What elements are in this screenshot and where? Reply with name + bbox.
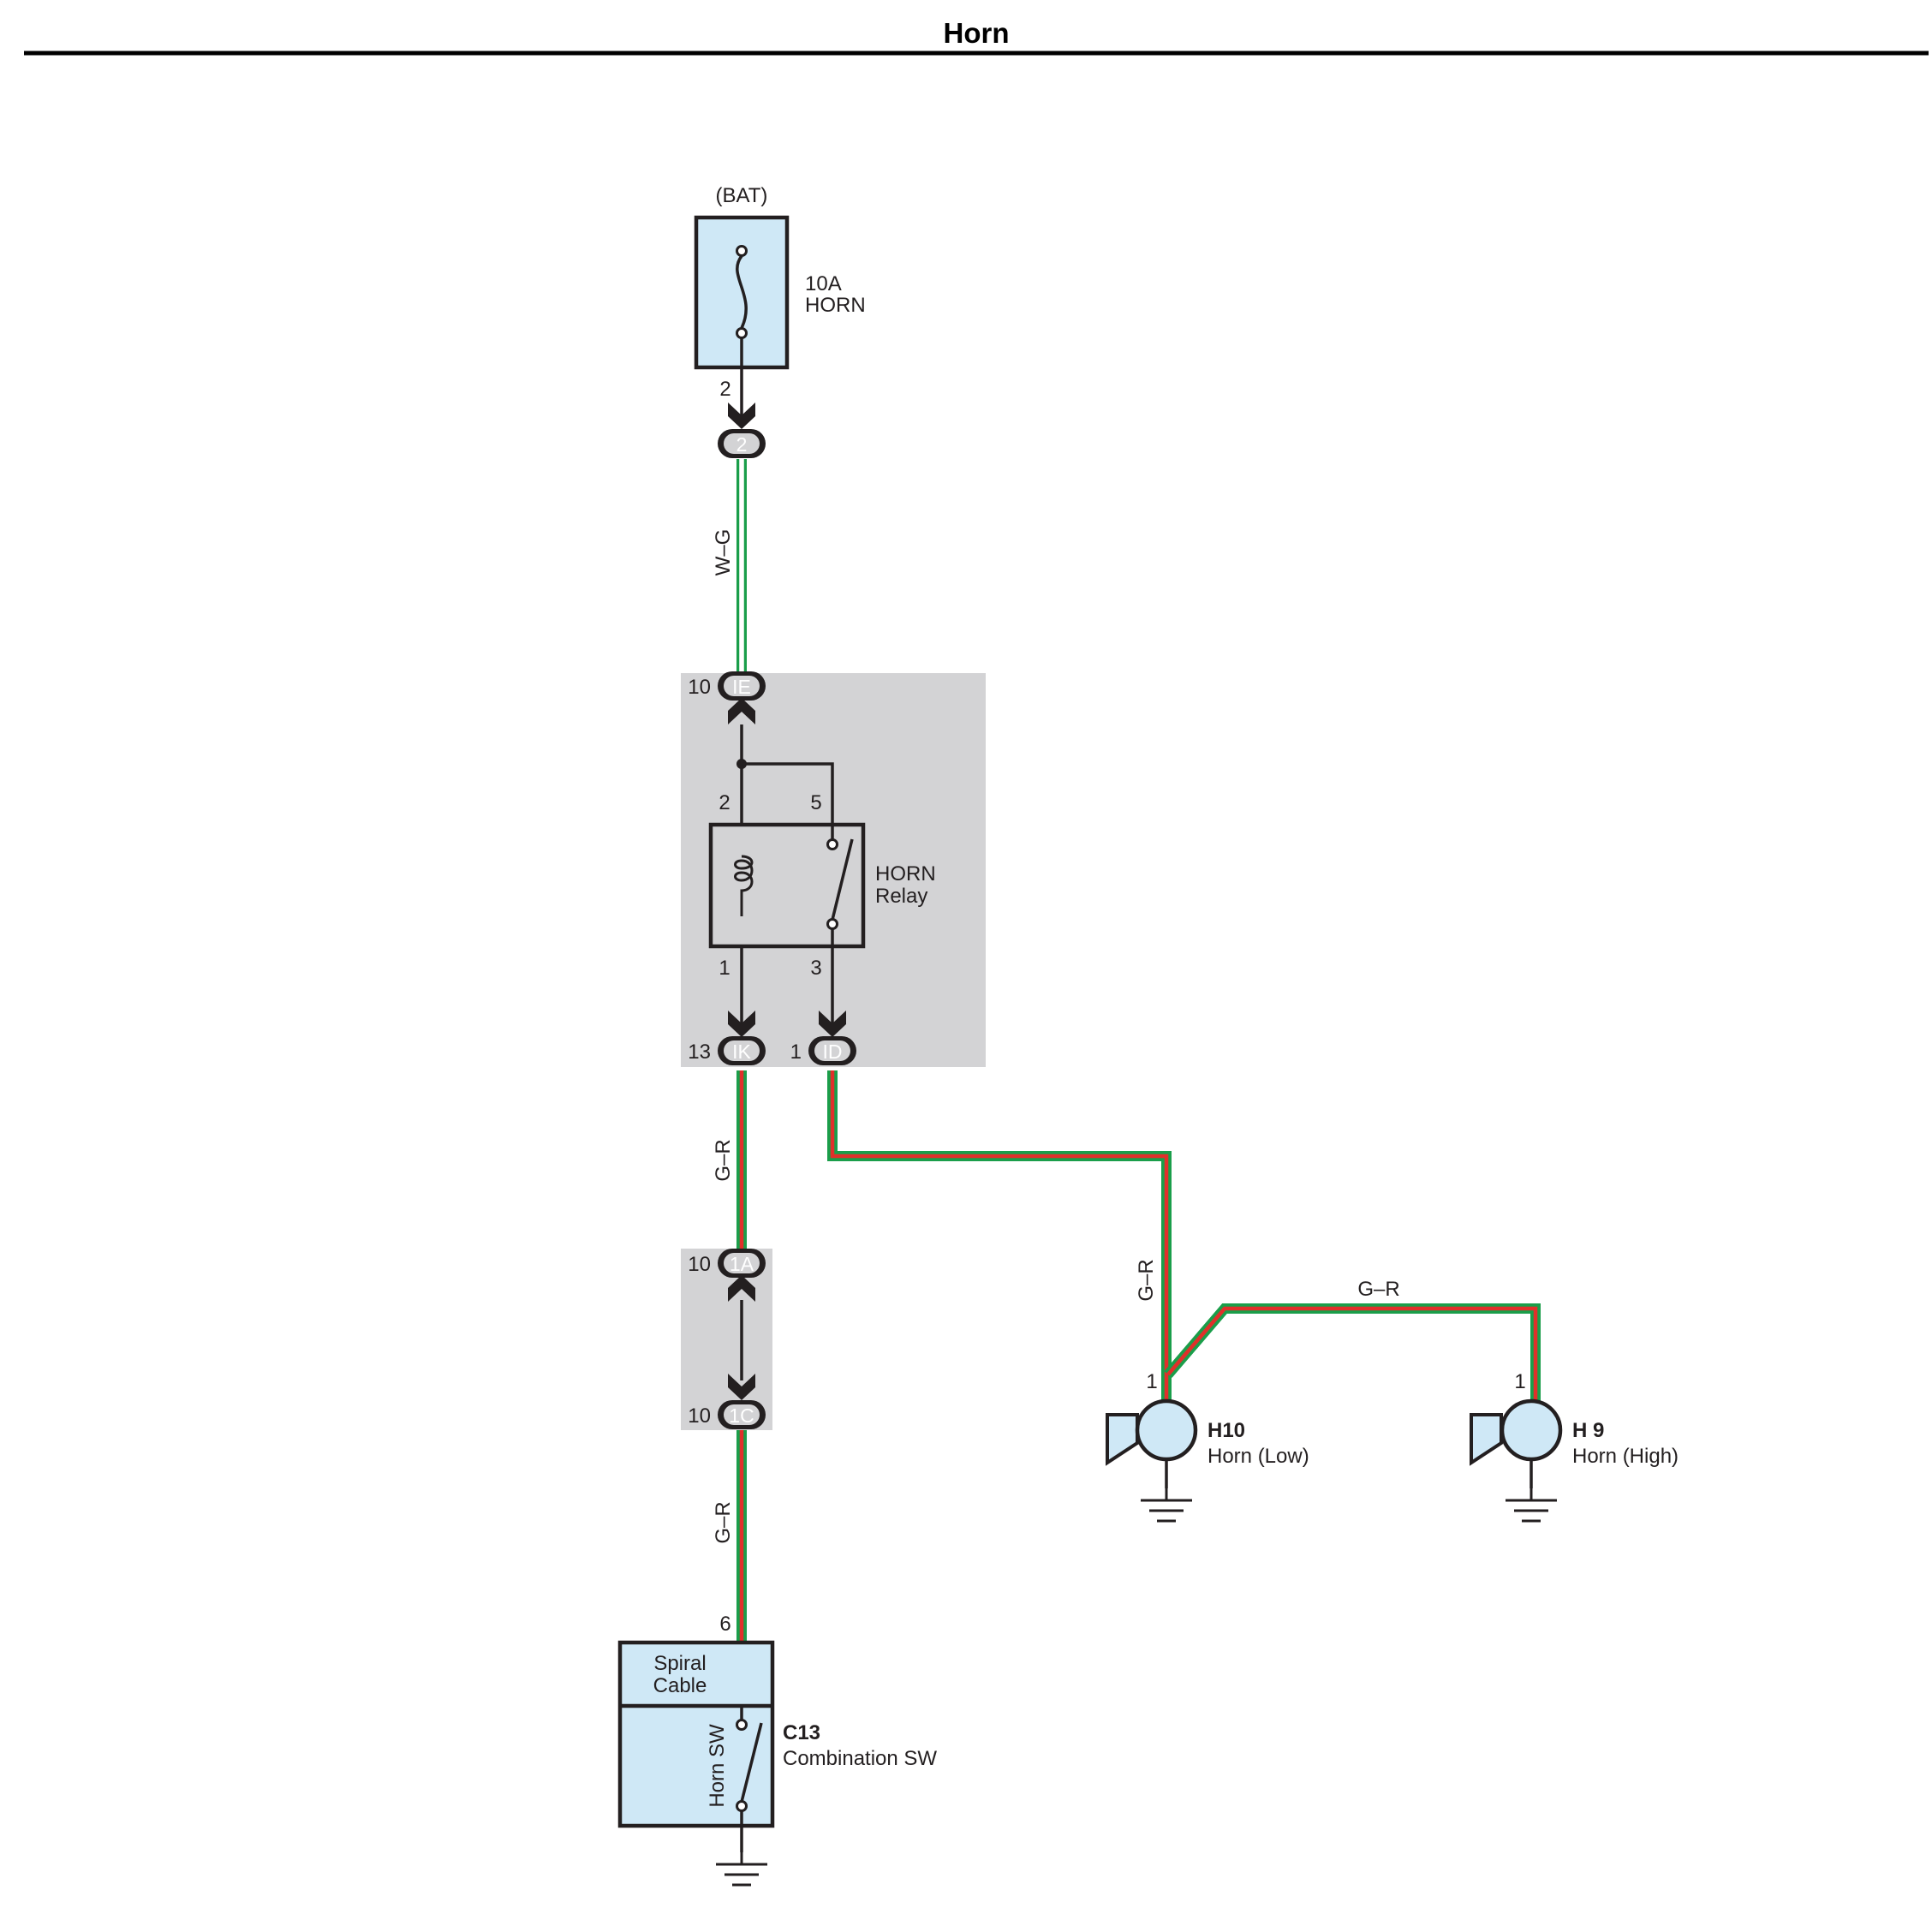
relay-switch-icon [826, 838, 854, 930]
connector-ie-label: IE [732, 676, 751, 698]
ground-icon-switch [714, 1851, 769, 1887]
connector-2: 2 [718, 429, 766, 458]
ie-pin: 10 [688, 676, 711, 699]
wire-label-id-h10: G–R [1135, 1259, 1158, 1301]
relay-pin-1: 1 [719, 957, 730, 980]
id-terminal-arrow [819, 1011, 846, 1037]
relay-pin-5: 5 [810, 791, 821, 814]
connector-ie: IE [718, 671, 766, 701]
ik-pin: 13 [688, 1040, 711, 1064]
switch-name: Combination SW [783, 1747, 937, 1770]
relay-name-1: HORN [875, 862, 936, 885]
switch-code: C13 [783, 1721, 820, 1744]
fuse-pin: 2 [719, 378, 730, 401]
junction-housing [681, 1249, 772, 1430]
ik-terminal-arrow [728, 1011, 755, 1037]
connector-id-label: ID [823, 1040, 843, 1063]
relay-name-2: Relay [875, 885, 927, 908]
connector-ik-label: IK [732, 1040, 751, 1063]
wire-label-1c-sw: G–R [712, 1501, 735, 1543]
relay-switch-feed-wire [742, 762, 834, 839]
relay-body [708, 822, 866, 949]
wire-g-r-h10-h9 [1164, 1303, 1541, 1404]
h9-name: Horn (High) [1572, 1445, 1679, 1468]
wire-label-w-g: W–G [712, 529, 735, 576]
switch-pin: 6 [719, 1613, 730, 1636]
relay-pin-3: 3 [810, 957, 821, 980]
horn-high-icon [1470, 1398, 1563, 1466]
1c-terminal-arrow [728, 1374, 755, 1400]
wire-label-h10-h9: G–R [1357, 1278, 1399, 1301]
h10-pin: 1 [1146, 1370, 1157, 1393]
h10-code: H10 [1208, 1419, 1245, 1442]
ground-icon-h9 [1504, 1487, 1559, 1523]
coil-icon [734, 855, 754, 916]
wire-g-r-id-h10 [827, 1070, 1172, 1404]
ie-terminal-arrow [728, 698, 755, 724]
h10-name: Horn (Low) [1208, 1445, 1309, 1468]
horn-low-icon [1106, 1398, 1198, 1466]
relay-pin-2: 2 [719, 791, 730, 814]
junction-1c-pin: 10 [688, 1404, 711, 1428]
ground-icon-h10 [1139, 1487, 1194, 1523]
combination-switch-body [617, 1640, 775, 1828]
fuse-icon [736, 245, 748, 339]
horn-sw-label: Horn SW [706, 1724, 729, 1808]
fuse-name: HORN [805, 294, 866, 317]
fuse-terminal-arrow [728, 402, 755, 429]
connector-2-label: 2 [736, 433, 748, 456]
wire-label-ik-1a: G–R [712, 1139, 735, 1181]
fuse-rating: 10A [805, 272, 842, 295]
connector-1c-label: 1C [729, 1404, 754, 1427]
h9-pin: 1 [1514, 1370, 1525, 1393]
connector-1a-label: 1A [730, 1253, 754, 1275]
spiral-cable-label-1: Spiral [653, 1652, 706, 1675]
id-pin: 1 [790, 1040, 802, 1064]
page-title: Horn [944, 17, 1010, 49]
connector-ik: IK [718, 1036, 766, 1065]
connector-id: ID [808, 1036, 856, 1065]
h9-code: H 9 [1572, 1419, 1604, 1442]
connector-1a: 1A [718, 1249, 766, 1278]
horn-switch-icon [736, 1719, 763, 1812]
connector-1c: 1C [718, 1400, 766, 1429]
1a-terminal-arrow [728, 1275, 755, 1302]
junction-1a-pin: 10 [688, 1253, 711, 1276]
fuse-source: (BAT) [716, 184, 768, 207]
spiral-cable-label-2: Cable [653, 1674, 707, 1697]
